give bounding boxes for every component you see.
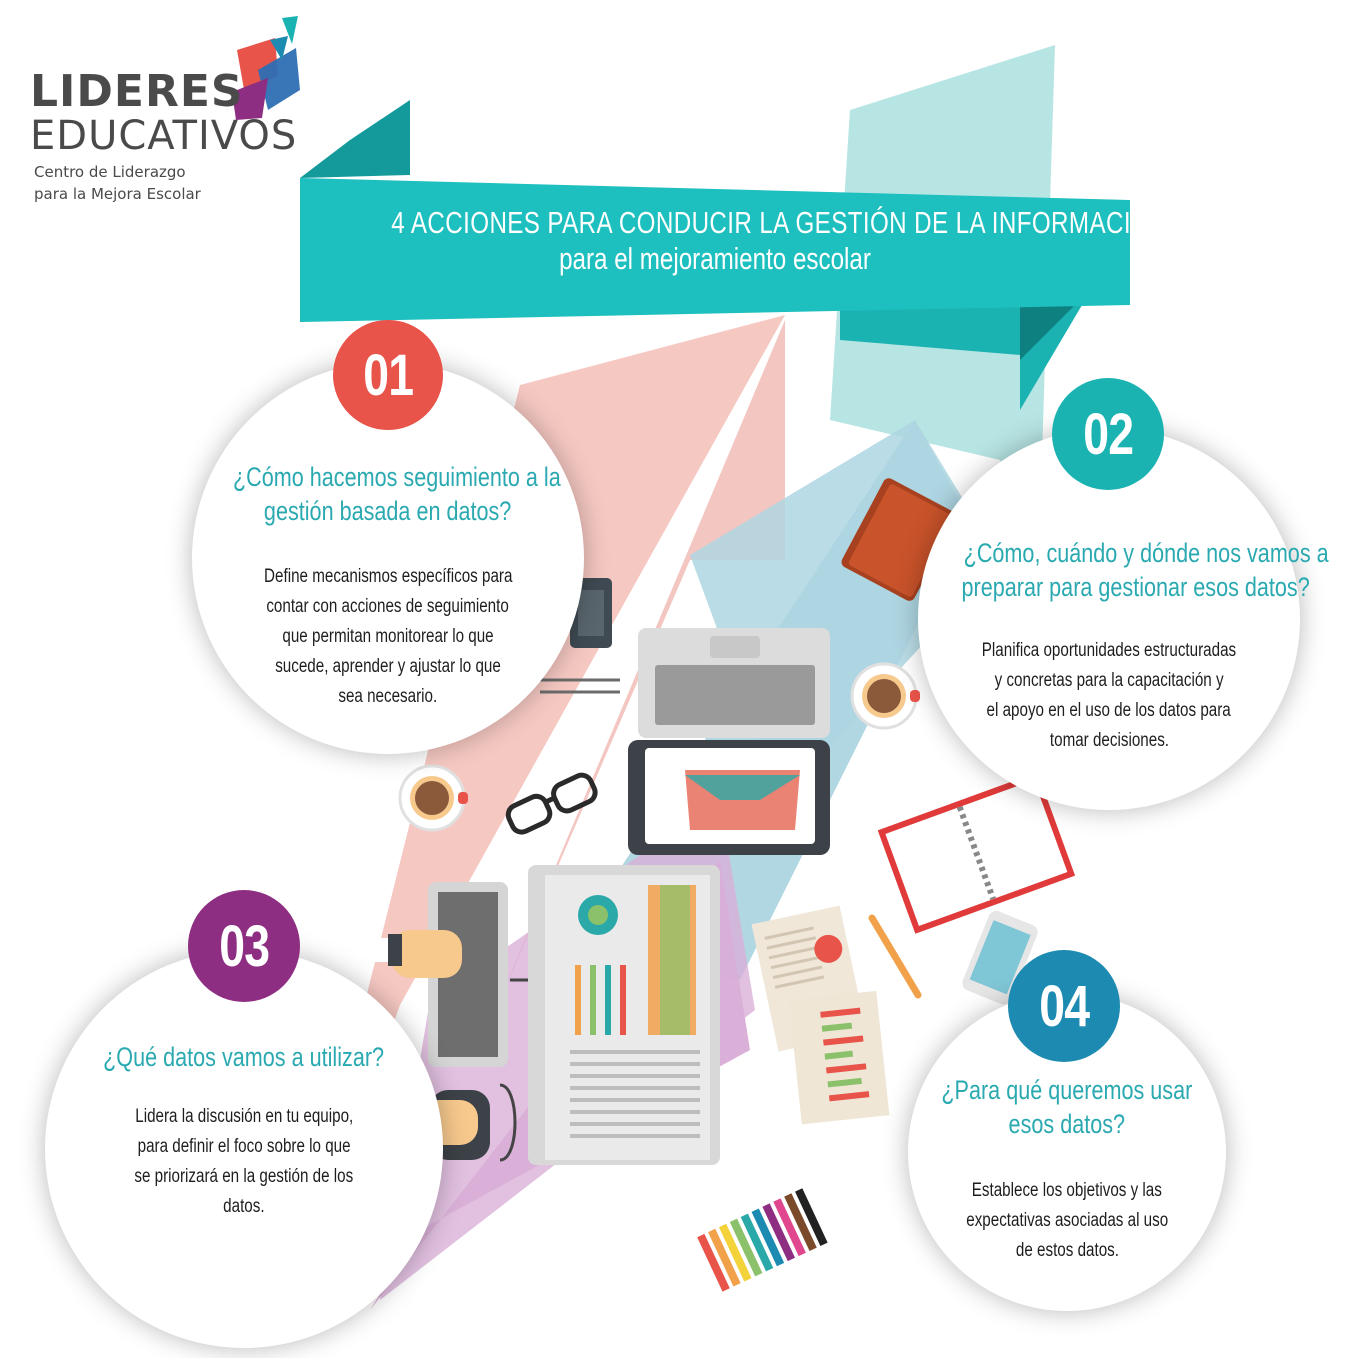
- logo-line-3: Centro de Liderazgo: [34, 163, 186, 181]
- action-question-02: ¿Cómo, cuándo y dónde nos vamos a prepar…: [961, 538, 1329, 602]
- action-description-01: Define mecanismos específicos para conta…: [263, 566, 513, 707]
- glasses-icon: [505, 772, 598, 835]
- hand-icon: [392, 930, 462, 978]
- title-line-2: para el mejoramiento escolar: [559, 241, 871, 276]
- open-notebook-icon: [877, 772, 1076, 934]
- markers-icon: [697, 1188, 828, 1292]
- action-circle-02: [918, 428, 1300, 810]
- page-title: 4 ACCIONES PARA CONDUCIR LA GESTIÓN DE L…: [300, 205, 1168, 277]
- action-question-01: ¿Cómo hacemos seguimiento a la gestión b…: [232, 462, 561, 526]
- action-number-02: 02: [1052, 378, 1164, 490]
- action-circle-03: [45, 950, 443, 1348]
- desk-objects: [330, 478, 1076, 1292]
- coffee-cup-icon: [850, 662, 920, 730]
- action-description-03: Lidera la discusión en tu equipo, para d…: [134, 1106, 354, 1217]
- title-line-1: 4 ACCIONES PARA CONDUCIR LA GESTIÓN DE L…: [391, 205, 1168, 240]
- pencil-icon: [868, 914, 922, 999]
- action-number-01: 01: [333, 320, 443, 430]
- logo-mark: [232, 16, 300, 120]
- phone-icon: [962, 910, 1038, 1005]
- logo-line-2: EDUCATIVOS: [30, 113, 298, 159]
- logo-line-4: para la Mejora Escolar: [34, 185, 201, 203]
- action-number-03: 03: [188, 890, 300, 1002]
- ribbon-left-tail: [300, 100, 410, 178]
- action-description-02: Planifica oportunidades estructuradas y …: [981, 640, 1237, 751]
- coffee-cup-icon: [398, 764, 468, 832]
- action-description-04: Establece los objetivos y las expectativ…: [966, 1180, 1168, 1261]
- action-number-04: 04: [1008, 950, 1120, 1062]
- logo: LIDERES EDUCATIVOS Centro de Liderazgo p…: [30, 70, 330, 210]
- action-question-04: ¿Para qué queremos usar esos datos?: [941, 1075, 1193, 1139]
- logo-line-1: LIDERES: [30, 66, 244, 117]
- ribbon-main: [300, 178, 1130, 322]
- action-question-03: ¿Qué datos vamos a utilizar?: [103, 1042, 385, 1072]
- ribbon-right-fold: [1020, 300, 1080, 360]
